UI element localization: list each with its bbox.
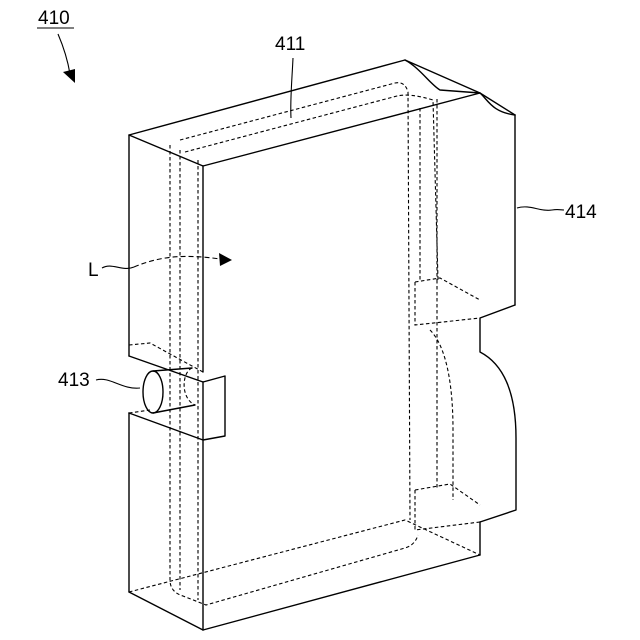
hidden-lines [129,83,480,605]
port-rear-ellipse [184,368,195,405]
inner-right-walls [420,99,437,280]
top-right-recess [405,60,515,115]
upper-step-front [415,282,480,325]
flow-arrow-shaft [134,256,220,267]
leader-413 [96,379,140,388]
label-413: 413 [58,370,90,391]
notch-bottom-hidden [129,410,150,413]
lower-step-front [415,490,480,530]
lower-step-dashed [415,484,480,505]
port-cylinder [143,368,195,413]
bottom-left-edge [129,592,203,630]
label-411: 411 [275,34,305,55]
top-face [129,60,480,166]
leader-414 [517,207,564,210]
inner-left-rim [170,145,418,605]
bottom-back-edges [129,520,480,592]
bottom-front-edge [203,555,480,630]
figure-ref-arrow-shaft [58,34,70,74]
right-side-contour [480,305,516,522]
upper-step-dashed [415,278,480,300]
figure-ref-label: 410 [38,8,70,29]
label-414: 414 [565,202,597,223]
inner-curve [430,330,453,500]
top-right-edge [480,93,515,115]
inner-top-rim-2 [185,95,438,280]
port-front-ellipse [143,371,163,413]
figure-ref-arrowhead [63,69,75,83]
label-flow-path: L [88,260,99,281]
inner-top-rim [180,83,410,520]
flow-arrowhead [219,253,232,266]
leader-411 [291,58,293,118]
